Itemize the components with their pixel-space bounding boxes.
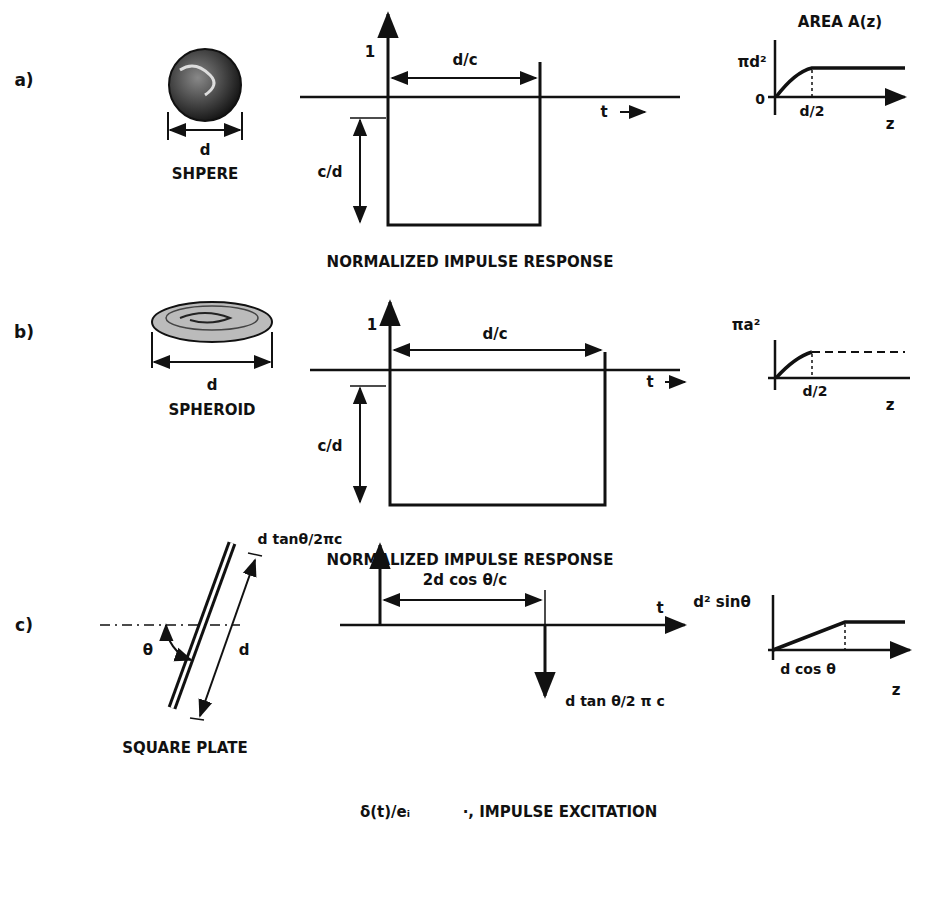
part-name: SPHEROID [169,402,256,419]
row-letter: a) [14,71,33,90]
dimension: c/d [317,164,342,181]
axis-label: t [656,600,663,617]
axis-value: πa² [732,317,761,334]
plot-title: AREA A(z) [798,14,882,31]
dimension: d [207,377,218,394]
angle-label: θ [143,642,153,659]
dimension: d/c [482,326,507,343]
dimension: d/c [452,52,477,69]
dimension: d [200,142,211,159]
axis-value: d/2 [803,384,828,399]
axis-label: z [886,116,895,133]
axis-value: d² sinθ [693,594,751,611]
caption-text: NORMALIZED IMPULSE RESPONSE [327,552,614,569]
row-letter: b) [14,323,34,342]
row-letter: c) [15,616,33,635]
part-name: SHPERE [172,166,238,183]
axis-value: d/2 [800,104,825,119]
sphere [169,49,241,121]
amplitude: 1 [367,317,377,334]
axis-value: πd² [737,54,766,71]
axis-label: t [600,104,607,121]
axis-value: d cos θ [780,662,836,677]
spheroid [152,302,272,342]
dimension: d [239,642,250,659]
caption-text: NORMALIZED IMPULSE RESPONSE [327,254,614,271]
excitation-symbol: δ(t)/eᵢ [360,804,410,821]
axis-label: z [886,397,895,414]
amplitude: d tanθ/2πc [258,532,343,547]
dimension: c/d [317,438,342,455]
axis-label: z [892,682,901,699]
axis-value: 0 [755,92,765,107]
amplitude: 1 [365,44,375,61]
amplitude: d tan θ/2 π c [565,694,664,709]
axis-label: t [646,374,653,391]
part-name: SQUARE PLATE [122,740,247,757]
dimension: 2d cos θ/c [423,572,507,589]
caption-text: ·, IMPULSE EXCITATION [463,804,658,821]
square-plate [172,543,232,708]
